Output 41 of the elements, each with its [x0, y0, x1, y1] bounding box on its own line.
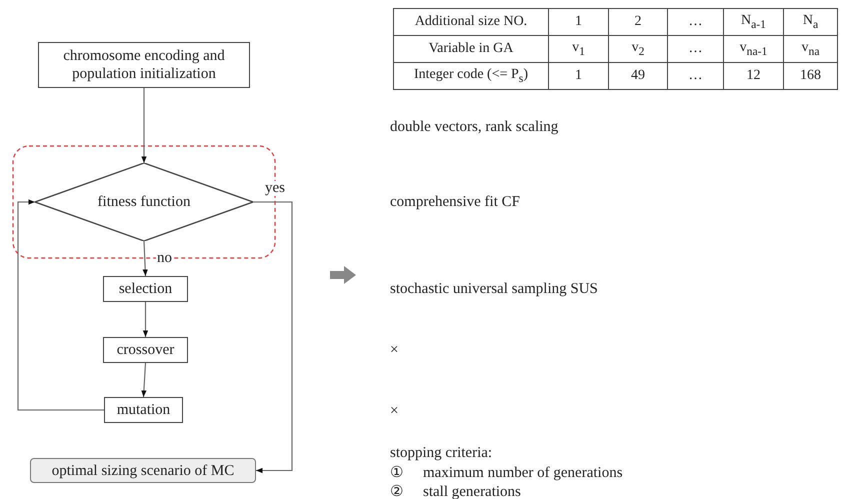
table-cell: 49 — [608, 62, 668, 90]
table-cell: 2 — [608, 8, 668, 36]
decision-diamond: fitness function — [35, 163, 253, 241]
table-cell: … — [668, 8, 724, 36]
list-number: ① — [390, 465, 403, 482]
row-header: Variable in GA — [394, 36, 548, 62]
table-cell: v$_{2}$ — [608, 36, 668, 62]
arrow — [141, 362, 147, 398]
table-cell: v$_{na}$ — [784, 36, 838, 62]
process-box: mutation — [104, 397, 183, 423]
process-box: chromosome encoding and population initialization — [38, 42, 250, 88]
arrow — [142, 302, 148, 337]
arrow — [142, 240, 148, 276]
table-cell: N$_{a-1}$ — [724, 8, 784, 36]
list-number: ② — [390, 484, 403, 499]
table-cell: v$_{1}$ — [548, 36, 608, 62]
row-header: Integer code (<= P$_{s}$) — [394, 62, 548, 90]
multiply-sign: × — [390, 342, 398, 358]
note-text: comprehensive fit CF — [390, 194, 520, 210]
table-cell: N$_{a}$ — [784, 8, 838, 36]
note-text: stochastic universal sampling SUS — [390, 281, 598, 298]
note-text: maximum number of generations — [423, 465, 623, 482]
arrow — [253, 201, 293, 474]
table-cell: 12 — [724, 62, 784, 90]
table-cell: 1 — [548, 8, 608, 36]
table-cell: v$_{na-1}$ — [724, 36, 784, 62]
table-cell: 168 — [784, 62, 838, 90]
table-cell: … — [668, 36, 724, 62]
terminal-box: optimal sizing scenario of MC — [30, 458, 256, 483]
note-text: double vectors, rank scaling — [390, 119, 558, 136]
arrow — [17, 199, 104, 411]
table-cell: … — [668, 62, 724, 90]
process-box: crossover — [103, 337, 188, 363]
arrow — [141, 88, 147, 163]
multiply-sign: × — [390, 403, 398, 420]
edge-label: yes — [264, 181, 286, 196]
row-header: Additional size NO. — [394, 8, 548, 36]
note-text: stall generations — [423, 484, 521, 499]
process-box: selection — [103, 276, 188, 302]
table-cell: 1 — [548, 62, 608, 90]
note-text: stopping criteria: — [390, 445, 492, 462]
